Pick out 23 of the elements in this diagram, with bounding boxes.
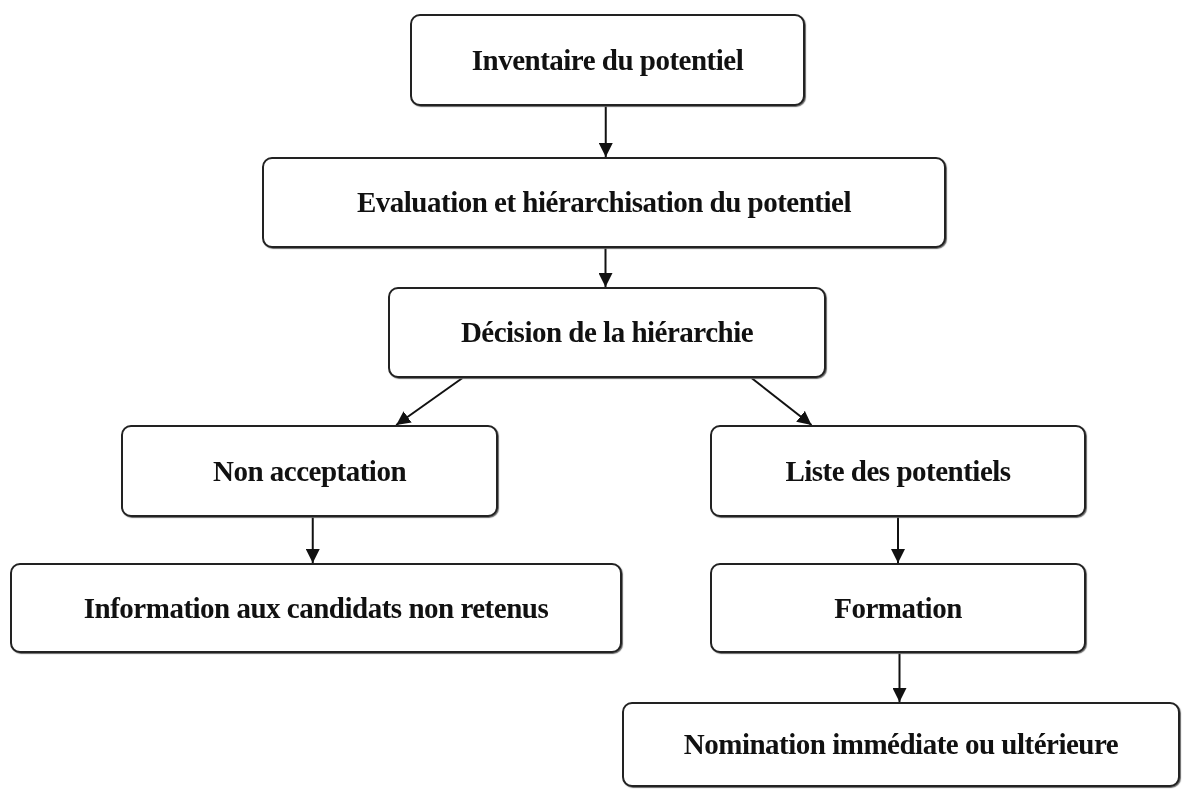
box-label: Formation: [834, 591, 962, 625]
box-label: Information aux candidats non retenus: [83, 591, 549, 625]
box-label: Non acceptation: [212, 454, 407, 488]
arrow: [750, 377, 813, 426]
arrow: [892, 652, 907, 703]
box-label: Décision de la hiérarchie: [460, 316, 754, 349]
process-box: [388, 287, 826, 378]
process-box: [121, 425, 498, 517]
box-label: Evaluation et hiérarchisation du potentiel: [356, 186, 852, 219]
arrow: [395, 377, 464, 426]
box-label: Inventaire du potentiel: [471, 43, 744, 77]
box-label: Nomination immédiate ou ultérieure: [683, 728, 1119, 761]
arrow: [598, 105, 613, 158]
process-box: [410, 14, 805, 106]
process-box: [622, 702, 1180, 787]
arrow: [598, 247, 613, 288]
process-box: [710, 425, 1086, 517]
process-box: [710, 563, 1086, 653]
box-label: Liste des potentiels: [785, 454, 1011, 488]
process-box: [10, 563, 622, 653]
arrow: [891, 516, 905, 564]
process-box: [262, 157, 946, 248]
arrow: [305, 516, 320, 564]
